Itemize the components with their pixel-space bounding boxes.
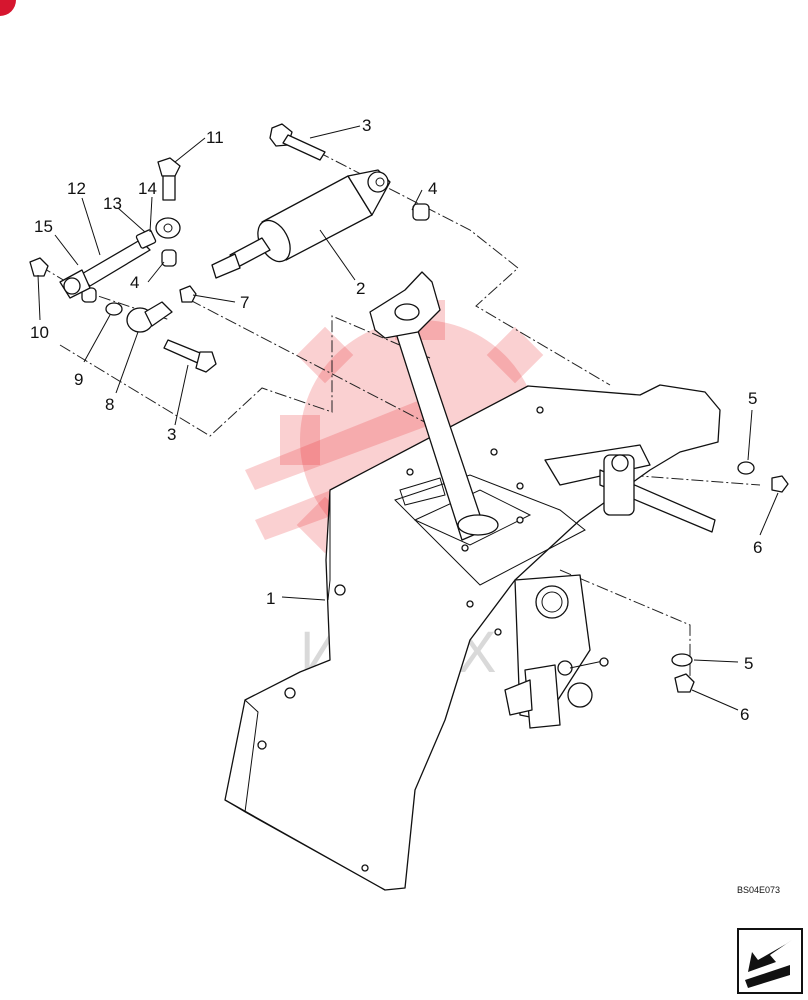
damper-cylinder <box>211 169 391 279</box>
callout-9: 9 <box>74 370 83 389</box>
callout-10: 10 <box>30 323 49 342</box>
callout-2: 2 <box>356 279 365 298</box>
callout-3-upper: 3 <box>362 116 371 135</box>
spacer-bushing-lower <box>81 249 177 303</box>
callout-3-lower: 3 <box>167 425 176 444</box>
washer-5-upper <box>737 461 755 475</box>
callout-labels: 1 2 3 3 4 4 5 5 6 6 7 8 9 10 11 12 13 14… <box>30 116 762 724</box>
rod-end-assembly <box>29 217 181 299</box>
callout-4-lower: 4 <box>130 273 139 292</box>
ball-joint <box>126 301 173 333</box>
pedal-lever <box>369 271 499 541</box>
callout-5-upper: 5 <box>748 389 757 408</box>
callout-13: 13 <box>103 194 122 213</box>
leader-lines <box>37 125 779 711</box>
bolt-lower <box>163 339 217 373</box>
nut-6-lower <box>674 673 695 693</box>
callout-7: 7 <box>240 293 249 312</box>
washer-9 <box>105 302 123 316</box>
drawing-code: BS04E073 <box>737 885 780 895</box>
corner-badge <box>0 0 16 16</box>
callout-14: 14 <box>138 179 157 198</box>
bolt-11 <box>157 157 181 201</box>
bolt-upper <box>269 123 326 161</box>
callout-6-upper: 6 <box>753 538 762 557</box>
spacer-bushing-upper <box>412 203 430 221</box>
nut-7 <box>179 285 197 303</box>
washer-5-lower <box>671 653 693 667</box>
callout-8: 8 <box>105 395 114 414</box>
nut-6-upper <box>771 475 789 493</box>
callout-15: 15 <box>34 217 53 236</box>
callout-6-lower: 6 <box>740 705 749 724</box>
callout-11: 11 <box>206 128 224 147</box>
callout-4-upper: 4 <box>428 179 437 198</box>
callout-12: 12 <box>67 179 86 198</box>
pedal-support-bracket <box>224 384 721 891</box>
callout-5-lower: 5 <box>744 654 753 673</box>
callout-1: 1 <box>266 589 275 608</box>
arrow-back-icon[interactable] <box>737 928 803 994</box>
